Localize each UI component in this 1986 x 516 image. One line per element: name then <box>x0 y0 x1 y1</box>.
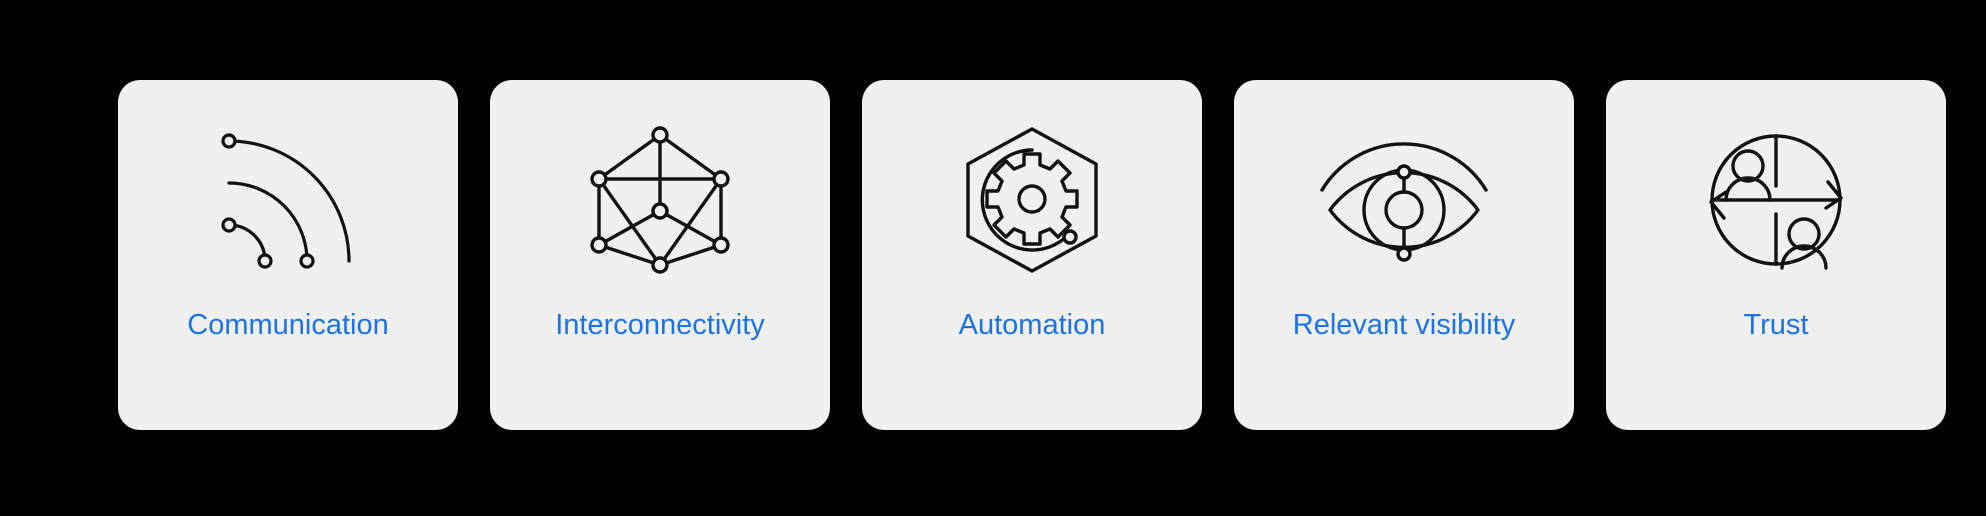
card-interconnectivity[interactable]: Interconnectivity <box>490 80 830 430</box>
card-label-communication: Communication <box>187 309 389 341</box>
card-label-automation: Automation <box>958 309 1106 341</box>
network-graph-icon <box>570 114 750 286</box>
eye-icon <box>1314 114 1494 286</box>
card-label-interconnectivity: Interconnectivity <box>555 309 765 341</box>
card-communication[interactable]: Communication <box>118 80 458 430</box>
gear-hexagon-icon <box>942 114 1122 286</box>
card-trust[interactable]: Trust <box>1606 80 1946 430</box>
card-relevant-visibility[interactable]: Relevant visibility <box>1234 80 1574 430</box>
card-automation[interactable]: Automation <box>862 80 1202 430</box>
signal-waves-icon <box>198 114 378 286</box>
card-label-trust: Trust <box>1743 309 1809 341</box>
card-row: Communication <box>118 80 1946 430</box>
card-label-relevant-visibility: Relevant visibility <box>1292 309 1516 341</box>
people-exchange-icon <box>1686 114 1866 286</box>
